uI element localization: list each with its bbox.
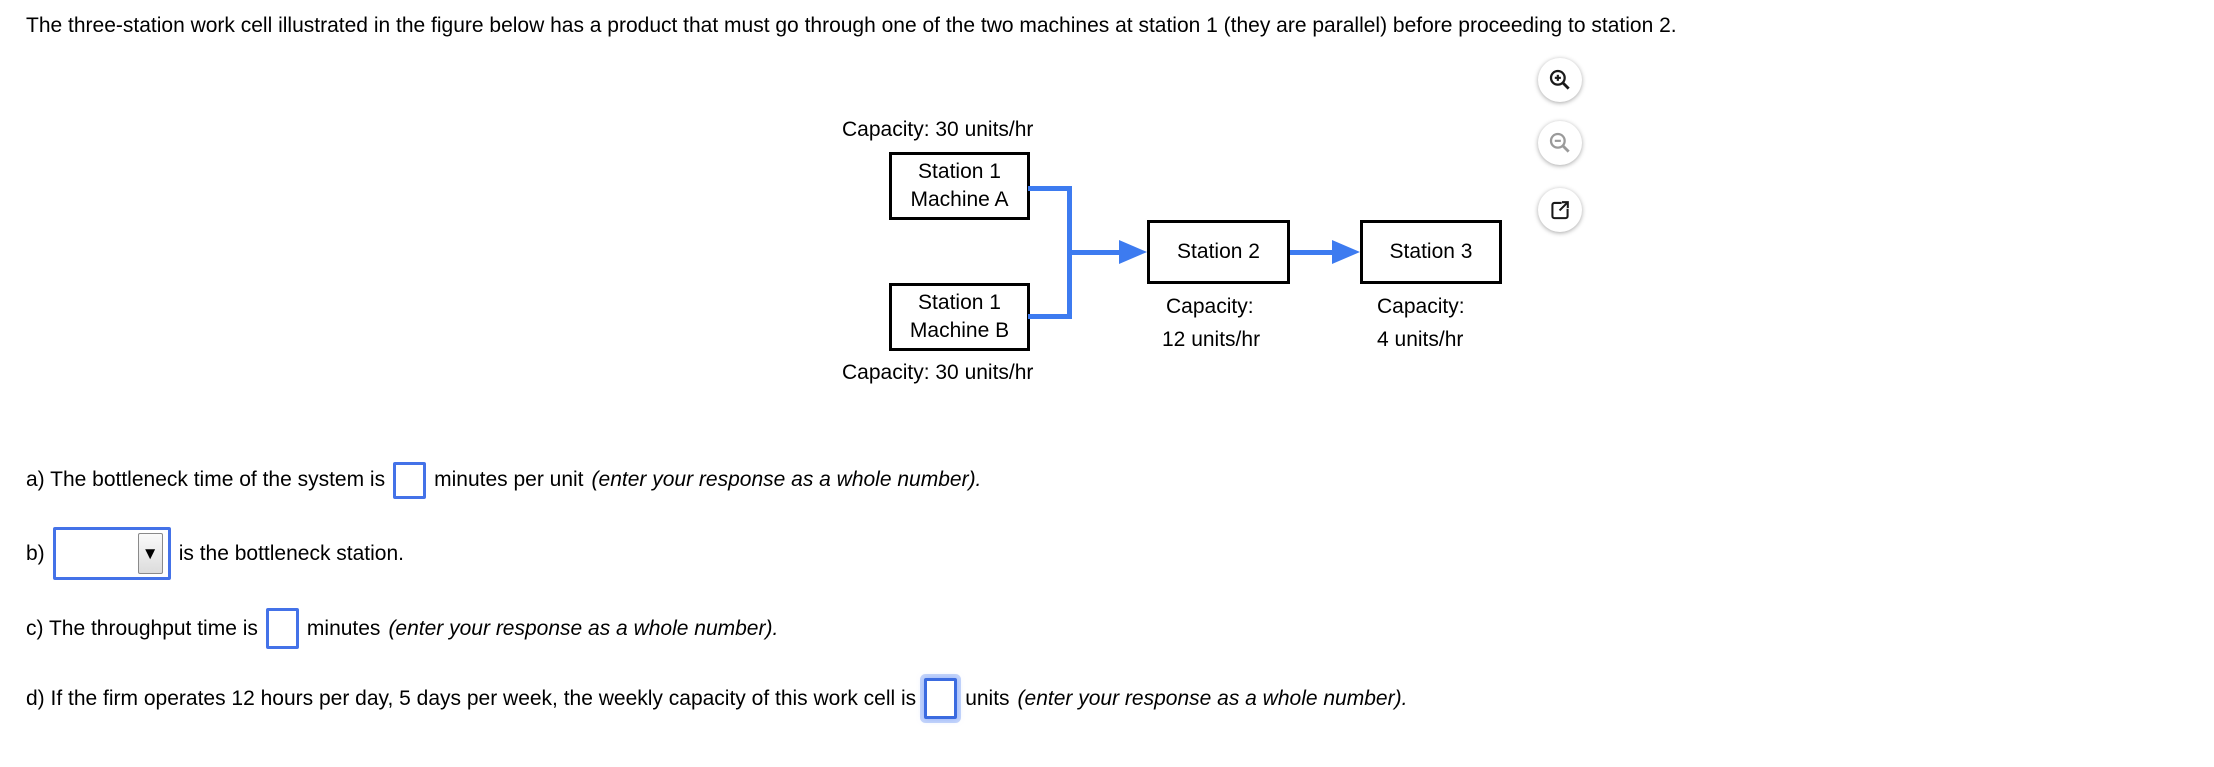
question-d-row: d) If the firm operates 12 hours per day… bbox=[26, 678, 1407, 719]
question-d-suffix: units bbox=[965, 686, 1010, 710]
station1-machine-a-line2: Machine A bbox=[910, 188, 1009, 211]
station3-capacity-line2: 4 units/hr bbox=[1377, 328, 1464, 351]
question-b-text: b) bbox=[26, 541, 45, 565]
page-title: The three-station work cell illustrated … bbox=[26, 14, 1677, 37]
question-c-answer-input[interactable] bbox=[265, 608, 299, 649]
open-in-new-window-button[interactable] bbox=[1538, 188, 1582, 232]
question-a-text: a) The bottleneck time of the system is bbox=[26, 468, 386, 491]
station1-machine-b-line2: Machine B bbox=[909, 319, 1010, 342]
open-in-new-window-icon bbox=[1547, 197, 1573, 223]
zoom-in-icon bbox=[1547, 67, 1573, 93]
arrow-to-station2-shaft bbox=[1069, 250, 1121, 255]
question-b-suffix: is the bottleneck station. bbox=[178, 541, 404, 565]
question-a-suffix: minutes per unit bbox=[434, 468, 584, 491]
station2-capacity-line1: Capacity: bbox=[1166, 295, 1254, 318]
station1-machine-b-line1: Station 1 bbox=[918, 291, 1001, 314]
question-c-text: c) The throughput time is bbox=[26, 616, 258, 640]
connector-machine-b bbox=[1028, 314, 1072, 319]
question-d-text: d) If the firm operates 12 hours per day… bbox=[26, 686, 917, 710]
arrow-to-station3-shaft bbox=[1290, 250, 1334, 255]
question-c-suffix: minutes bbox=[306, 616, 381, 640]
question-d-answer-input[interactable] bbox=[924, 678, 958, 719]
connector-machine-a bbox=[1028, 186, 1072, 191]
question-a-row: a) The bottleneck time of the system is … bbox=[26, 458, 981, 502]
arrow-to-station2-head bbox=[1119, 240, 1147, 264]
question-c-row: c) The throughput time is minutes (enter… bbox=[26, 608, 778, 649]
question-a-hint: (enter your response as a whole number). bbox=[591, 468, 982, 491]
question-d-hint: (enter your response as a whole number). bbox=[1017, 686, 1408, 710]
station1-machine-b-box: Station 1 Machine B bbox=[889, 283, 1030, 351]
station2-box: Station 2 bbox=[1147, 220, 1290, 284]
station3-capacity-line1: Capacity: bbox=[1377, 295, 1465, 318]
zoom-in-button[interactable] bbox=[1538, 58, 1582, 102]
machine-b-capacity-label: Capacity: 30 units/hr bbox=[842, 361, 1034, 384]
station1-machine-a-box: Station 1 Machine A bbox=[889, 152, 1030, 220]
question-a-answer-input[interactable] bbox=[393, 461, 427, 499]
station3-label: Station 3 bbox=[1389, 240, 1473, 263]
question-c-hint: (enter your response as a whole number). bbox=[388, 616, 779, 640]
station1-machine-a-line1: Station 1 bbox=[918, 160, 1001, 183]
station3-box: Station 3 bbox=[1360, 220, 1502, 284]
station2-label: Station 2 bbox=[1177, 240, 1260, 263]
arrow-to-station3-head bbox=[1332, 240, 1360, 264]
chevron-down-icon[interactable]: ▼ bbox=[137, 533, 163, 574]
station2-capacity-line2: 12 units/hr bbox=[1162, 328, 1261, 351]
question-b-row: b) ▼ is the bottleneck station. bbox=[26, 527, 404, 580]
machine-a-capacity-label: Capacity: 30 units/hr bbox=[842, 118, 1034, 141]
zoom-out-button[interactable] bbox=[1538, 121, 1582, 165]
question-b-dropdown[interactable]: ▼ bbox=[52, 527, 171, 580]
zoom-out-icon bbox=[1547, 130, 1573, 156]
